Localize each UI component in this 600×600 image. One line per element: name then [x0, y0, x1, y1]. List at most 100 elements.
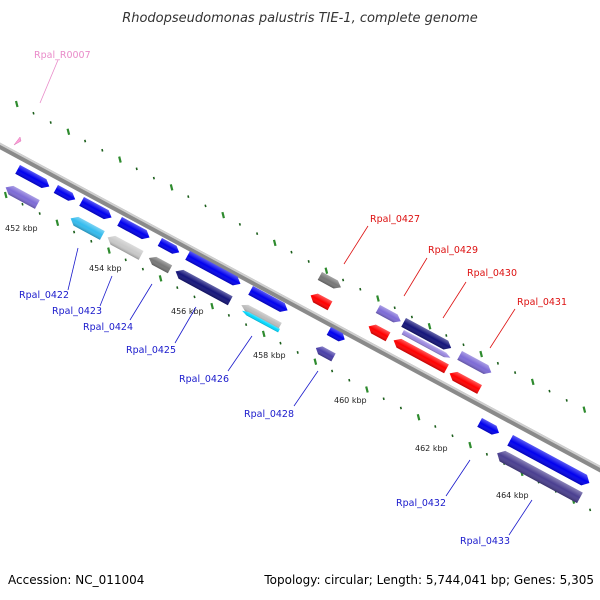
gene-shading: [70, 216, 105, 240]
minor-tick: [204, 204, 207, 208]
major-tick: [221, 211, 225, 219]
gene-Rpal_R0007[interactable]: [13, 136, 22, 146]
gene-label-Rpal_0425[interactable]: Rpal_0425: [126, 345, 176, 356]
gene-Rpal_0422[interactable]: [53, 185, 78, 203]
gene-label-Rpal_0428[interactable]: Rpal_0428: [244, 409, 294, 420]
gene-label-Rpal_0430[interactable]: Rpal_0430: [467, 268, 517, 279]
major-tick: [313, 358, 318, 365]
major-tick: [582, 406, 587, 413]
gene-Rpal_0428[interactable]: [326, 327, 347, 343]
gene-shading: [248, 286, 288, 312]
minor-tick: [49, 121, 52, 124]
minor-tick: [238, 223, 241, 226]
gene-Rpal_0426[interactable]: [241, 309, 280, 333]
gene-Rpal_0431[interactable]: [457, 351, 493, 377]
gene-label-Rpal_0431[interactable]: Rpal_0431: [517, 297, 567, 308]
gene-label-Rpal_0432[interactable]: Rpal_0432: [396, 498, 446, 509]
major-tick: [118, 156, 122, 163]
gene-Rpal_0422[interactable]: [79, 197, 114, 222]
minor-tick: [193, 295, 196, 299]
minor-tick: [410, 315, 413, 319]
gene-Rpal_0422[interactable]: [15, 165, 51, 191]
gene-labels: Rpal_R0007 Rpal_0422 Rpal_0423 Rpal_0424…: [19, 50, 567, 547]
minor-tick: [451, 434, 454, 438]
gene-shading: [457, 351, 492, 375]
minor-tick: [445, 334, 448, 337]
minor-tick: [101, 148, 104, 152]
gene-label-Rpal_0422[interactable]: Rpal_0422: [19, 290, 69, 301]
gene-label-Rpal_0433[interactable]: Rpal_0433: [460, 536, 510, 547]
minor-tick: [359, 287, 362, 291]
minor-tick: [152, 176, 155, 180]
gene-shading: [5, 185, 40, 209]
gene-Rpal_0433[interactable]: [494, 448, 583, 504]
gene-label-Rpal_0426[interactable]: Rpal_0426: [179, 374, 229, 385]
gene-Rpal_0427[interactable]: [317, 272, 343, 291]
gene-Rpal_0424[interactable]: [105, 233, 144, 260]
major-tick: [261, 330, 266, 338]
gene-Rpal_0430[interactable]: [401, 318, 453, 352]
topology-text: Topology: circular; Length: 5,744,041 bp…: [264, 573, 594, 587]
minor-tick: [135, 167, 138, 171]
gene-Rpal_0426[interactable]: [173, 267, 233, 306]
gene-shading: [326, 327, 345, 342]
gene-label-Rpal_0429[interactable]: Rpal_0429: [428, 245, 478, 256]
gene-Rpal_0423[interactable]: [68, 214, 105, 240]
minor-tick: [514, 371, 517, 374]
major-tick: [376, 295, 380, 302]
minor-tick: [399, 406, 402, 410]
major-tick: [530, 378, 535, 386]
gene-shading: [497, 450, 583, 504]
gene-Rpal_0425[interactable]: [147, 254, 173, 274]
inner-tick-track: [3, 191, 592, 512]
minor-tick: [141, 267, 144, 271]
minor-tick: [548, 389, 551, 393]
gene-shading: [117, 217, 150, 240]
outer-tick-track: [14, 100, 587, 413]
major-tick: [427, 323, 432, 330]
minor-tick: [124, 258, 127, 262]
minor-tick: [565, 398, 568, 402]
gene-Rpal_0427[interactable]: [308, 291, 333, 311]
gene-label-Rpal_0427[interactable]: Rpal_0427: [370, 214, 420, 225]
gene-Rpal_0433[interactable]: [507, 435, 592, 488]
gene-shading: [375, 305, 401, 323]
minor-tick: [382, 397, 385, 401]
kbp-label: 458 kbp: [253, 351, 286, 360]
minor-tick: [84, 139, 87, 143]
major-tick: [324, 267, 329, 274]
minor-tick: [307, 260, 310, 263]
kbp-label: 452 kbp: [5, 224, 38, 233]
genome-backbone: [0, 133, 600, 481]
gene-Rpal_0431[interactable]: [447, 369, 482, 394]
gene-Rpal_0429[interactable]: [366, 322, 391, 342]
kbp-label: 462 kbp: [415, 444, 448, 453]
gene-shading: [317, 272, 341, 289]
gene-Rpal_0426[interactable]: [240, 302, 282, 330]
gene-shading: [185, 251, 241, 286]
gene-shading: [79, 197, 112, 220]
gene-label-Rpal_R0007[interactable]: Rpal_R0007: [34, 50, 91, 61]
gene-Rpal_0430[interactable]: [401, 330, 452, 360]
minor-tick: [485, 452, 488, 456]
gene-label-Rpal_0423[interactable]: Rpal_0423: [52, 306, 102, 317]
gene-shading: [393, 338, 449, 374]
gene-Rpal_0422[interactable]: [3, 183, 40, 209]
gene-Rpal_0425[interactable]: [157, 238, 182, 256]
gene-Rpal_0428[interactable]: [314, 344, 336, 362]
kbp-label: 460 kbp: [334, 396, 367, 405]
gene-Rpal_0426[interactable]: [185, 251, 243, 288]
gene-Rpal_0429[interactable]: [375, 305, 403, 325]
minor-tick: [393, 306, 396, 310]
gene-shading: [15, 165, 50, 189]
gene-Rpal_0430[interactable]: [391, 336, 449, 374]
gene-Rpal_0426[interactable]: [248, 286, 290, 315]
gene-shading: [107, 235, 144, 260]
gene-Rpal_0432[interactable]: [477, 418, 501, 437]
gene-label-Rpal_0424[interactable]: Rpal_0424: [83, 322, 133, 333]
gene-shading: [401, 318, 452, 350]
gene-Rpal_0424[interactable]: [117, 217, 152, 242]
major-tick: [468, 441, 472, 449]
major-tick: [416, 414, 421, 421]
gene-shading: [310, 293, 333, 311]
